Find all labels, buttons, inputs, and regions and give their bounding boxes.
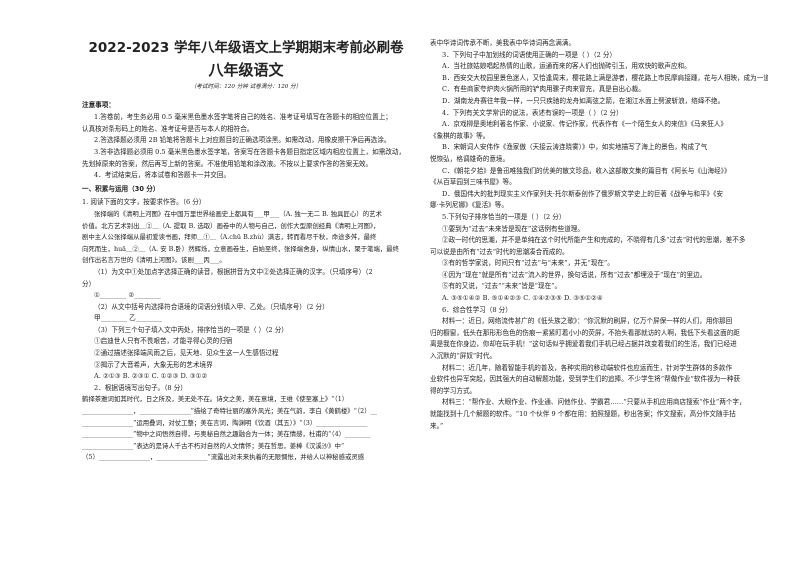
note-line: 认真核对条形码上的姓名、准考证号是否与本人的相符合。 xyxy=(82,124,254,133)
question-5: 5.下列句子排序恰当的一项是（ ）（2 分） xyxy=(442,212,566,221)
note-line: 3.答非选择题必须用 0.5 毫米黑色墨水签字笔，答案写在答题卡各题目指定区域内… xyxy=(94,147,406,156)
q5-sentence: ①要到为“过去”未来皆是现在”这话例有些道理。 xyxy=(442,224,584,233)
q2-line[interactable]: （5）________________，________________”流露出… xyxy=(82,453,365,462)
q2-line[interactable]: ________________”物中之间悟然自得，与奥秘自然之趣融合为一体；美… xyxy=(82,430,371,439)
q4-option-a[interactable]: A．京戏柳是奥地利著名作家、小说家、传记作家，代表作有《一个陌生女人的来信》《马… xyxy=(442,120,727,129)
q5-sentence: ⑤有的又说，“过去”“未来”皆是“现在”。 xyxy=(442,282,562,291)
q2-continuation: 表中华诗词传承不断，美我表中华诗词再念满满。 xyxy=(430,39,576,47)
q2-line[interactable]: ________________”运用叠词，对仗工整；美在言词，陶渊明《饮酒（其… xyxy=(82,418,368,427)
notes-heading: 注意事项： xyxy=(82,100,115,109)
q5-sentence: ③有的哲学家说，时间只有“过去”与“未来”，并无“现在”。 xyxy=(442,259,614,268)
q2-line[interactable]: ________________”表达的是诗人千古不朽对自然的人文情怀；美在哲思… xyxy=(82,441,345,450)
q1-3-sentence: ③揭示了大音希声，大象无形的艺术境界 xyxy=(94,360,213,369)
note-line: 先划掉原来的答案，然后再写上新的答案。不准使用铅笔和涂改液。不按以上要求作答的答… xyxy=(82,159,373,168)
note-line: 1.答卷前，考生务必用 0.5 毫米黑色墨水签字笔将自己的姓名、准考证号填写在答… xyxy=(94,113,392,122)
material-line: 材料三：“帮作业、大眼作业、作业通、问他作业、学霸君……”只要从手机应用商店搜索… xyxy=(442,398,746,407)
passage-line: 创作出名言万世的《清明上河图》。该剧___丙___。 xyxy=(82,256,226,265)
question-6: 6．综合性学习（8 分） xyxy=(442,305,512,314)
exam-meta: （考试时间：120 分钟 试卷满分：120 分） xyxy=(190,84,302,90)
question-1-2: （2）从文中括号内选择符合语境的词语分别填入甲、乙处。（只填序号）（2 分） xyxy=(94,302,329,311)
q5-sentence-cont: 可以说是由所有“过去”时代的思潮凑合而成的。 xyxy=(430,247,569,256)
q4-option-b[interactable]: B．宋朝词人安伟作《渔家傲（天接云涛连晓雾）》中，如实地描写了海上的景色，构成了… xyxy=(442,143,708,152)
q4-option-c[interactable]: C．《朝花夕拾》是鲁迅唯独我们的优美的散文珍品，收入这部散文集的篇目有《阿长与《… xyxy=(442,166,731,175)
q3-option-d[interactable]: D．湖南龙舟赛往年我一样，一只只疾驰的龙舟如离弦之箭，在湘江水面上劈波斩浪，络绎… xyxy=(442,96,725,105)
passage-line: 剧中主人公张择端从最初爱读书画，拜师＿①＿（A.chū B.zhù）满志，转而看… xyxy=(82,233,377,242)
q5-sentence: ②政一时代的思潮，并不是单纯在这个时代所能产生和完成的，不晓得有几多“过去”时代… xyxy=(442,236,746,245)
q1-3-choices[interactable]: A. ②①③ B. ②③① C. ①②③ D. ③①② xyxy=(94,372,208,381)
material-line: 入沉默的“屏奴”时代。 xyxy=(430,352,497,361)
q3-option-a[interactable]: A．当社旅姑娘唱起热情的山歌，运通而来的客人们也抛砖引玉，用欢快的歌声应和。 xyxy=(442,62,691,71)
q5-choices[interactable]: A. ③⑤①④② B. ⑤①④②③ C. ①④②③⑤ D. ③⑤①②④ xyxy=(442,294,603,303)
note-line: 4．考试结束后，将本试卷和答题卡一并交回。 xyxy=(94,171,231,180)
section-heading: 一、积累与运用（30 分） xyxy=(82,184,160,193)
material-line: 材料一：近日，网络流传甚广的《低头族之歌》：“你沉默的刷屏，亿万个屏保一样的人们… xyxy=(442,317,733,326)
material-line: 就能找到十几个解题的软件。“10 个伙伴 9 个都在用：拍照搜题，秒出答案；作文… xyxy=(430,410,736,418)
material-line: 离是我在你身边，你却在玩手机！”这句话似乎拥爱着我们手机已经占据并改变着我们的生… xyxy=(430,340,737,349)
material-line: 归的橱窗，低头在那形形色色的伤痕一紧紧盯着小小的荧屏，不抬头看那就访的人啊，我低… xyxy=(430,328,740,337)
q1-3-sentence: ①启迪世人只有不畏艰苦，才能寻得心灵的归宿 xyxy=(94,337,233,346)
exam-title: 2022-2023 学年八年级语文上学期期末考前必刷卷 xyxy=(88,40,404,56)
question-1-3: （3）下列三个句子填入文中丙处，排序恰当的一项是（ ）（2 分） xyxy=(94,325,288,334)
question-1-1-score: 分） xyxy=(82,279,96,288)
q5-sentence: ④因为“现在”就是所有“过去”流入的世界，换句话说，所有“过去”都埋没于“现在”… xyxy=(442,270,707,279)
passage-line: 向死而生，huā＿②＿（A. 安 B.卧）然辉烁，立意画卷生，自始至终，张择端舍… xyxy=(82,244,400,253)
passage-line: 价值。北方艺术别出＿②＿（A. 提取 B. 选取）画卷中的人物与自己，创作大型原… xyxy=(82,221,380,230)
answer-blank-1-1[interactable]: ①________ ②________ xyxy=(94,291,161,300)
material-line: 材料二：近几年，随着智能手机的普及，各种实用的移动端软件也应运而生，针对学生群体… xyxy=(442,363,733,372)
q4-option-d-cont: 娜·卡列尼娜》《复活》等。 xyxy=(430,201,508,210)
q2-line: 鹤择茶雅词如其时代，日之所及，美无处不在。诗文之美，美在意境，王维《使至塞上》“… xyxy=(82,395,349,404)
left-column: 2022-2023 学年八年级语文上学期期末考前必刷卷 八年级语文 （考试时间：… xyxy=(82,38,410,464)
q3-option-b[interactable]: B．西安交大校园里景色迷人，又恰逢周末，樱花路上满是游者，樱花路上市民摩肩接踵，… xyxy=(442,73,768,82)
exam-subject: 八年级语文 xyxy=(208,61,284,79)
q4-option-c-cont: 《从百草园到三味书屋》等。 xyxy=(430,178,516,187)
material-line: 来。” xyxy=(430,421,444,430)
q4-option-a-cont: 《象棋的故事》等。 xyxy=(430,131,490,140)
question-1-1: （1）为文中①处加点字选择正确的读音，根据拼音为文中②处选择正确的汉字。（只填序… xyxy=(94,267,373,276)
q4-option-b-cont: 悦恢弘，格调雄奇的意境。 xyxy=(430,154,510,163)
q1-3-sentence: ②通过描述张择端风雨之后，见天地、见众生这一人生感悟过程 xyxy=(94,349,279,358)
material-line: 业软件也异军突起，因其强大的自动解题功能，受到学生们的追捧。不少学生将“帮做作业… xyxy=(430,375,741,384)
note-line: 2.答选择题必须用 2B 铅笔将答题卡上对应题目的正确选项涂黑。如需改动，用橡皮… xyxy=(94,136,391,145)
q2-line[interactable]: ________________，________________”描绘了奇特壮… xyxy=(82,407,377,416)
q4-option-d[interactable]: D．俄国伟大的批判现实主义作家列夫·托尔斯泰创作了俄罗斯文学史上的巨著《战争与和… xyxy=(442,189,724,198)
answer-blank-1-2[interactable]: 甲________ 乙________ xyxy=(94,314,163,323)
question-1: 1. 阅读下面的文字，按要求作答。（6 分） xyxy=(82,198,206,207)
q3-option-c[interactable]: C．有些商家夸炉肉火锅所用的铲肉用骡子肉来冒充，真是自出心裁。 xyxy=(442,85,645,94)
right-column: 表中华诗词传承不断，美我表中华诗词再念满满。 3．下列句子中加划线的词语使用正确… xyxy=(430,38,768,432)
material-line: 得的学习方式。 xyxy=(430,386,477,395)
passage-line: 张择端的《清明上河图》在中国万里世界绘画史上都具有___甲___（A. 独一无二… xyxy=(94,209,382,218)
question-4: 4．下列有关文学常识的说法，表述有误的一项是（ ）（2 分） xyxy=(442,108,623,117)
question-3: 3．下列句子中加划线的词语使用正确的一项是（ ）（2 分） xyxy=(442,50,617,59)
question-2: 2．根据语境写出句子。（8 分） xyxy=(94,383,187,392)
